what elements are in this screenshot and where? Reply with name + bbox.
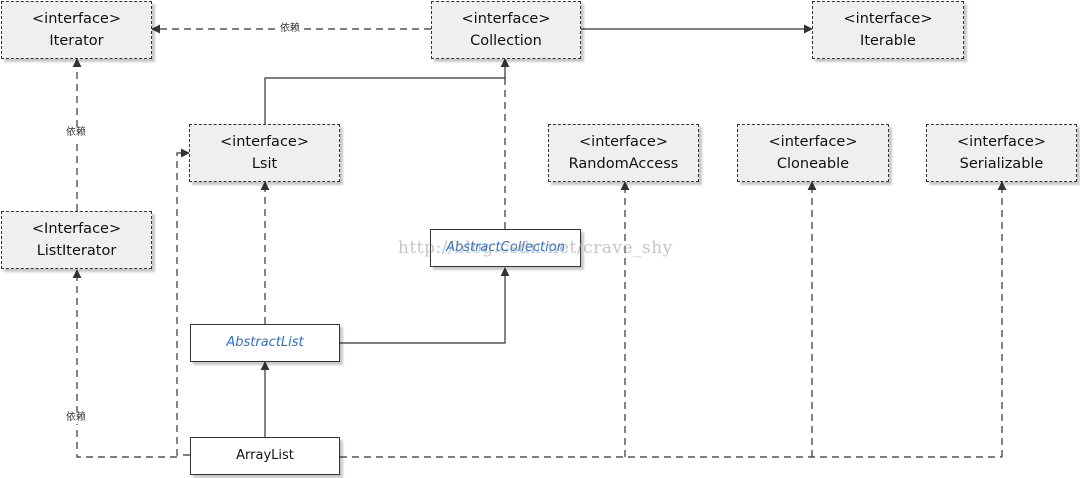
node-iterator-stereotype: <interface> bbox=[32, 11, 121, 27]
node-abstract-collection: AbstractCollection bbox=[430, 229, 581, 267]
edge-arraylist-lsit bbox=[176, 148, 190, 456]
watermark: http://blog.csdn.net/crave_shy bbox=[398, 238, 673, 258]
node-cloneable: <interface> Cloneable bbox=[737, 124, 889, 182]
node-cloneable-stereotype: <interface> bbox=[768, 134, 858, 150]
node-array-list: ArrayList bbox=[190, 437, 340, 475]
node-list-iterator: <Interface> ListIterator bbox=[1, 211, 152, 269]
node-serializable-name: Serializable bbox=[959, 156, 1044, 172]
edge-lsit-collection bbox=[264, 58, 510, 124]
edge-abstractlist-abstractcollection bbox=[340, 267, 510, 344]
node-random-access-stereotype: <interface> bbox=[579, 134, 668, 150]
node-serializable-stereotype: <interface> bbox=[957, 134, 1046, 150]
node-collection-stereotype: <interface> bbox=[461, 11, 551, 27]
node-iterator-name: Iterator bbox=[49, 33, 104, 49]
node-iterator: <interface> Iterator bbox=[1, 1, 152, 59]
edge-label-arraylist-listiterator: 依赖 bbox=[64, 412, 88, 424]
node-lsit-name: Lsit bbox=[251, 156, 278, 172]
node-list-iterator-stereotype: <Interface> bbox=[31, 221, 122, 237]
edge-label-collection-iterator: 依赖 bbox=[278, 23, 302, 35]
node-lsit-stereotype: <interface> bbox=[220, 134, 309, 150]
node-collection: <interface> Collection bbox=[431, 1, 581, 59]
node-array-list-name: ArrayList bbox=[236, 448, 294, 463]
node-serializable: <interface> Serializable bbox=[926, 124, 1077, 182]
node-lsit: <interface> Lsit bbox=[189, 124, 340, 182]
node-cloneable-name: Cloneable bbox=[776, 156, 850, 172]
node-abstract-list: AbstractList bbox=[190, 324, 340, 362]
node-random-access: <interface> RandomAccess bbox=[548, 124, 699, 182]
edge-label-listiterator-iterator: 依赖 bbox=[64, 127, 88, 139]
edge-arraylist-listiterator bbox=[72, 269, 177, 458]
node-iterable-name: Iterable bbox=[860, 33, 916, 49]
node-random-access-name: RandomAccess bbox=[568, 156, 679, 172]
node-list-iterator-name: ListIterator bbox=[36, 243, 117, 259]
node-iterable-stereotype: <interface> bbox=[843, 11, 933, 27]
node-abstract-collection-name: AbstractCollection bbox=[446, 240, 565, 255]
node-iterable: <interface> Iterable bbox=[812, 1, 964, 59]
node-abstract-list-name: AbstractList bbox=[226, 335, 304, 350]
node-collection-name: Collection bbox=[470, 33, 542, 49]
